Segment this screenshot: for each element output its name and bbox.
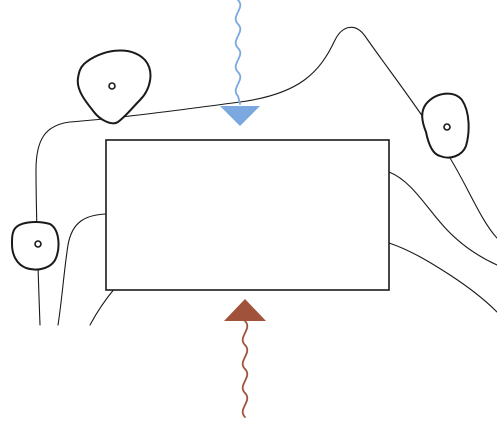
top-wavy-arrow (220, 0, 260, 126)
right-lower-contour-line (388, 242, 497, 313)
blob-dot (443, 123, 451, 131)
marker-right (421, 92, 470, 159)
bottom-wavy-arrow (224, 299, 266, 418)
arrow-head-down (220, 106, 260, 126)
right-upper-contour-line (388, 171, 497, 266)
wavy-shaft (234, 0, 242, 105)
central-rectangle (105, 139, 390, 291)
blob-dot (108, 82, 116, 90)
blob-dot (34, 240, 42, 248)
marker-top-left (76, 49, 152, 125)
wavy-shaft (241, 320, 249, 418)
marker-left (11, 221, 60, 271)
arrow-head-up (224, 299, 266, 321)
inner-contour-line (57, 213, 107, 326)
lower-left-contour-line (89, 287, 116, 326)
